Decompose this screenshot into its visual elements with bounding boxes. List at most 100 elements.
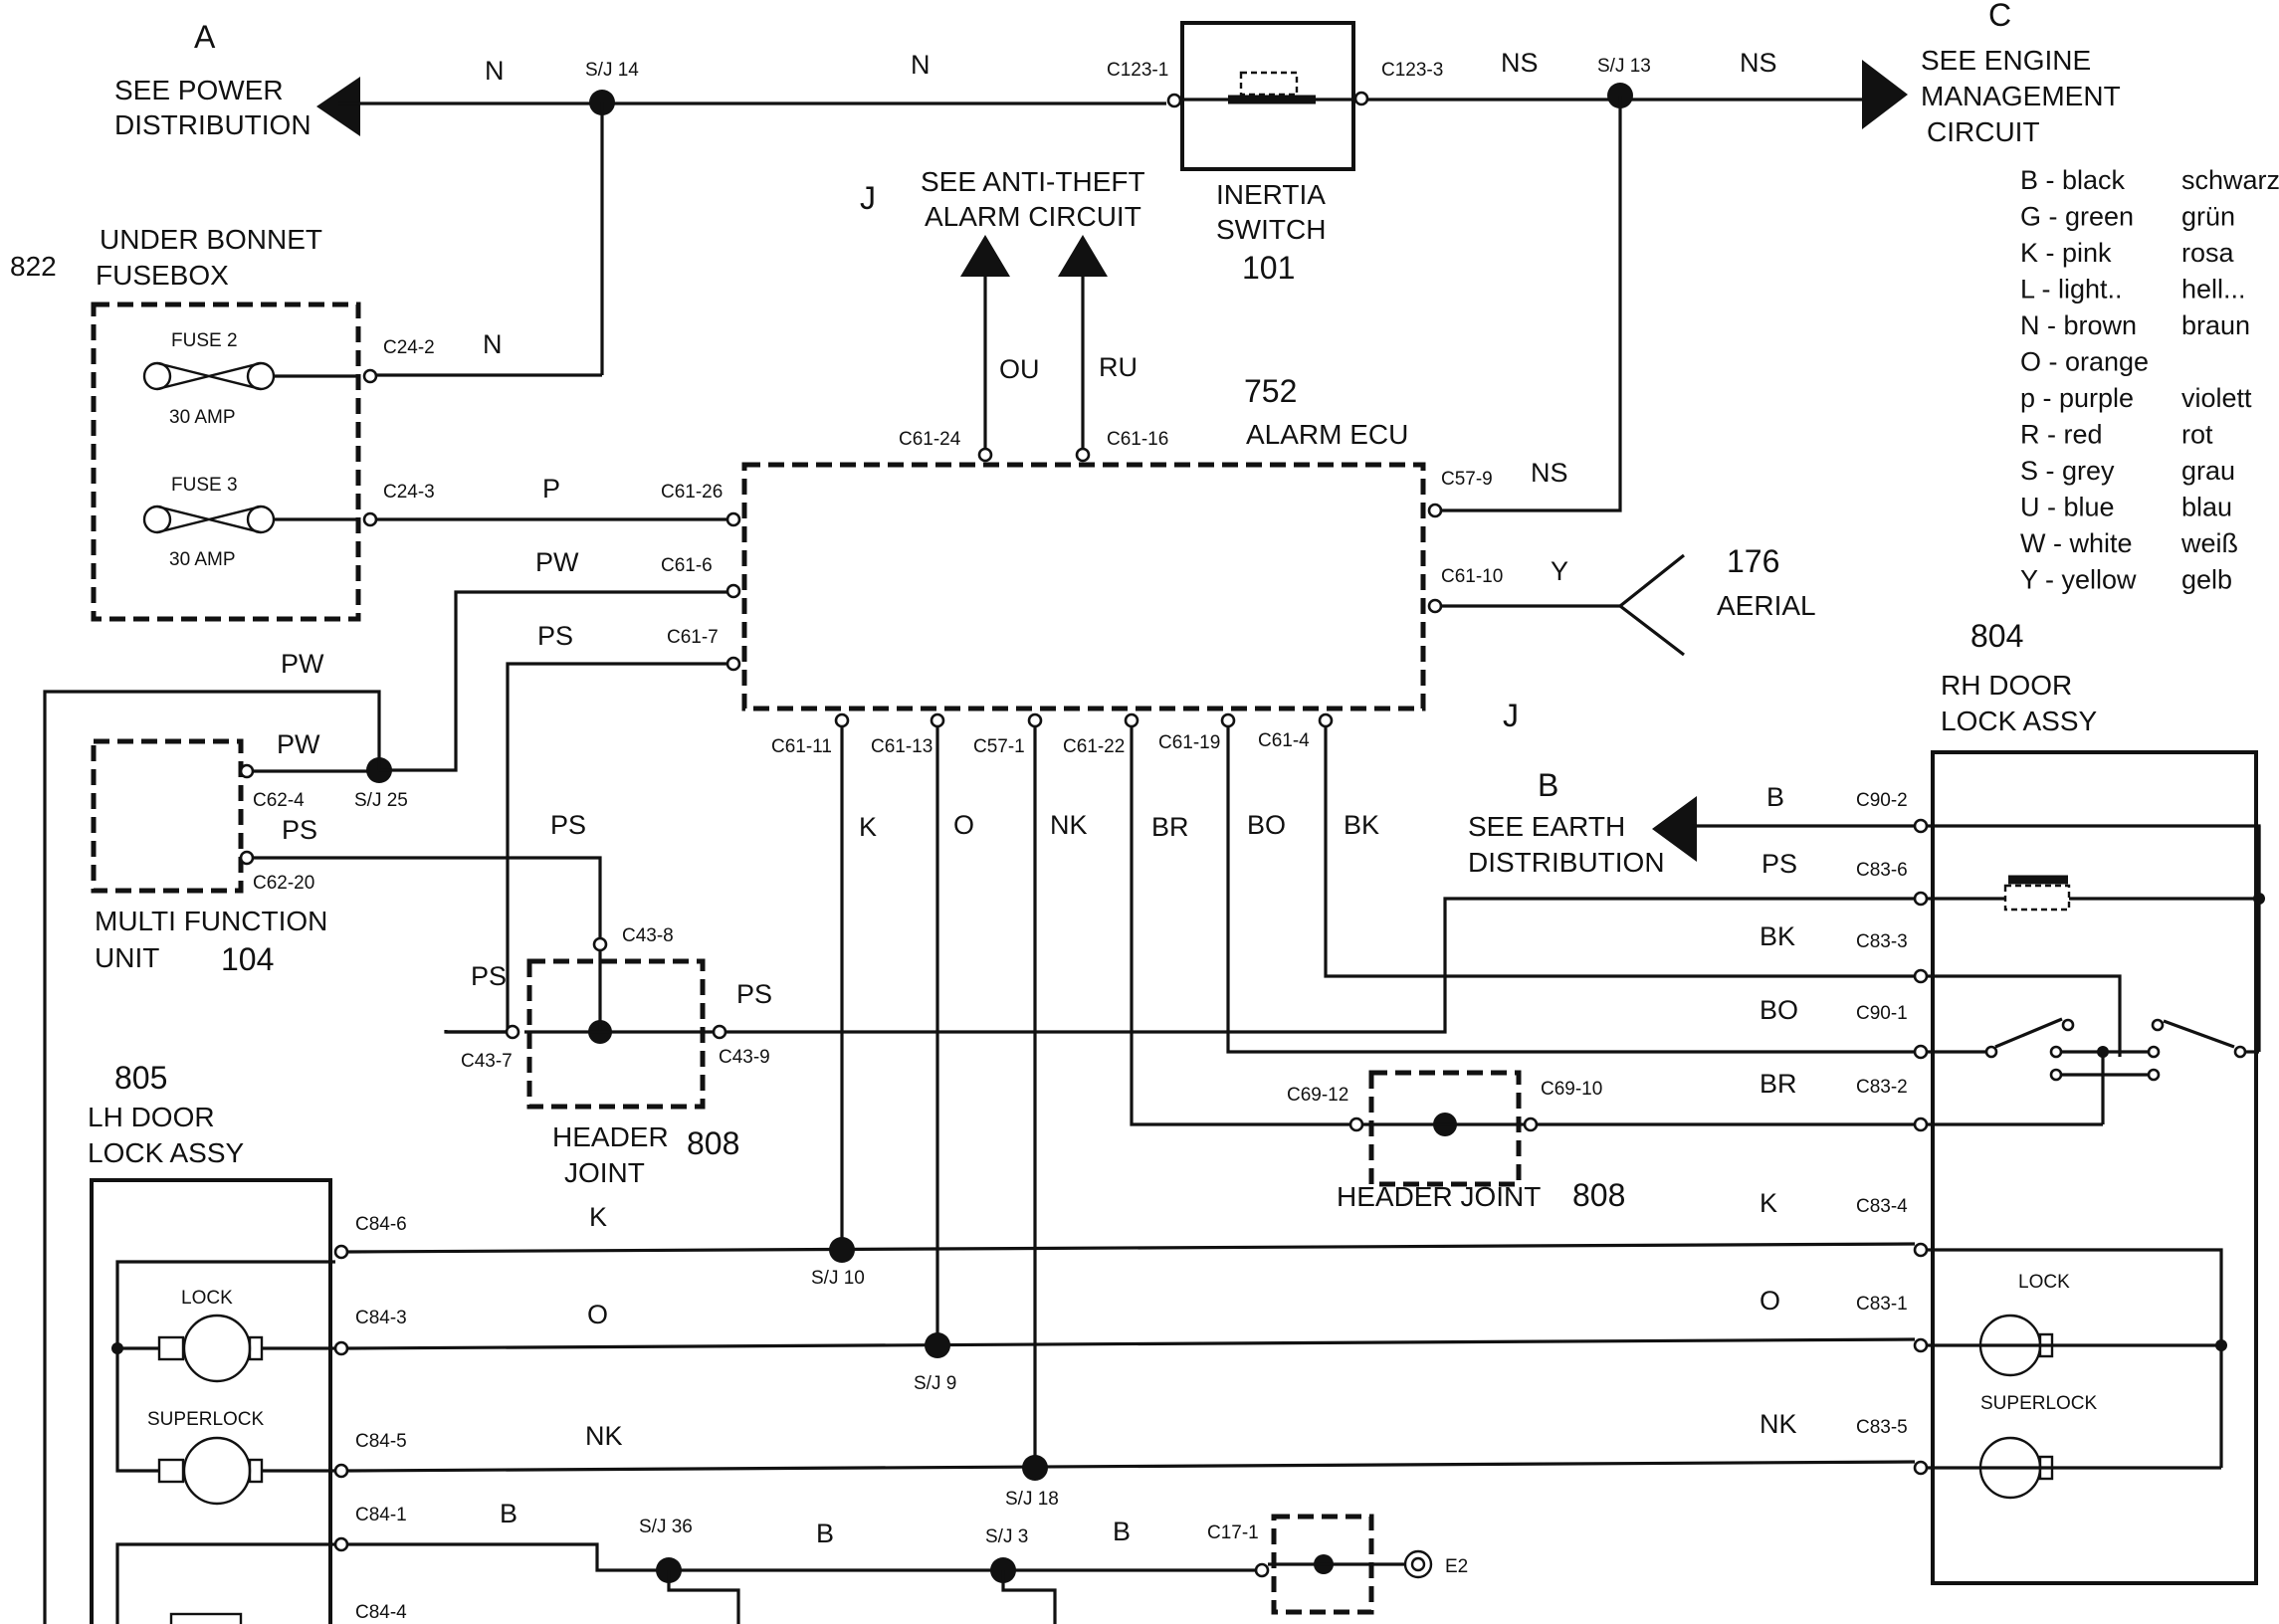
earth-label-e2: E2	[1445, 1556, 1468, 1577]
pin-label-c62-20: C62-20	[253, 873, 314, 894]
legend-code: W - white	[2020, 528, 2133, 558]
header2-name: HEADER JOINT	[1337, 1181, 1541, 1212]
wire-label-br: BR	[1760, 1069, 1797, 1099]
wire-label-k: K	[1760, 1188, 1777, 1218]
fusebox-line1: UNDER BONNET	[100, 224, 322, 255]
wire-label-bo: BO	[1247, 810, 1286, 840]
pin-label-c90-1: C90-1	[1856, 1003, 1908, 1024]
earth-point-e2	[1254, 1514, 1433, 1615]
multi-function-unit	[91, 738, 244, 894]
lhdoor-line1: LH DOOR	[88, 1102, 215, 1132]
legend-code: S - grey	[2020, 456, 2115, 486]
lhdoor-number: 805	[114, 1060, 167, 1096]
wire-label-n: N	[483, 329, 503, 359]
inertia-switch	[1166, 21, 1369, 171]
pin-label-sj14: S/J 14	[585, 60, 639, 81]
pin-label-c61-24: C61-24	[899, 429, 961, 450]
lh-door-lock-assy	[90, 1178, 349, 1624]
pin-label-c84-1: C84-1	[355, 1505, 407, 1525]
ref-j-line1: SEE ANTI-THEFT	[921, 166, 1145, 197]
rh-superlock-label: SUPERLOCK	[1980, 1393, 2098, 1414]
legend-code: K - pink	[2020, 238, 2112, 268]
pin-label-c43-7: C43-7	[461, 1051, 513, 1072]
wire-label-b: B	[816, 1519, 834, 1548]
ref-a-line2: DISTRIBUTION	[114, 109, 311, 140]
wire-label-ns: NS	[1740, 48, 1777, 78]
legend-code: R - red	[2020, 420, 2103, 450]
wire-label-ps: PS	[537, 621, 573, 651]
fuse3-label: FUSE 3	[171, 475, 238, 496]
inertia-line2: SWITCH	[1216, 214, 1326, 245]
ref-j-line2: ALARM CIRCUIT	[925, 201, 1141, 232]
ref-c-line3: CIRCUIT	[1927, 116, 2040, 147]
ecu-number: 752	[1244, 373, 1297, 409]
header1-line1: HEADER	[552, 1121, 669, 1152]
wire-label-k: K	[859, 812, 877, 842]
ref-j-arrow	[960, 235, 1010, 277]
pin-label-c61-10: C61-10	[1441, 566, 1503, 587]
pin-label-c62-4: C62-4	[253, 790, 305, 811]
pin-label-c57-1: C57-1	[973, 736, 1025, 757]
legend-german: gelb	[2181, 565, 2232, 595]
lh-lock-label: LOCK	[181, 1288, 233, 1309]
wire-label-bk: BK	[1760, 921, 1795, 951]
pin-label-sj18: S/J 18	[1005, 1489, 1059, 1510]
legend-code: U - blue	[2020, 493, 2115, 522]
wire-label-nk: NK	[1050, 810, 1088, 840]
pin-label-c17-1: C17-1	[1207, 1522, 1259, 1543]
ref-a-line1: SEE POWER	[114, 75, 284, 105]
wire-label-k: K	[589, 1202, 607, 1232]
pin-label-c61-7: C61-7	[667, 627, 719, 648]
wire-label-b: B	[1113, 1517, 1131, 1546]
wire-label-ps: PS	[1761, 849, 1797, 879]
fuse2-rating: 30 AMP	[169, 407, 236, 428]
ref-j-letter: J	[860, 180, 876, 216]
pin-label-c83-3: C83-3	[1856, 931, 1908, 952]
wire-label-pw: PW	[277, 729, 320, 759]
pin-label-c24-2: C24-2	[383, 337, 435, 358]
aerial-name: AERIAL	[1717, 590, 1816, 621]
fusebox-number: 822	[10, 251, 57, 282]
inertia-line1: INERTIA	[1216, 179, 1326, 210]
pin-label-c61-22: C61-22	[1063, 736, 1125, 757]
pin-label-c84-5: C84-5	[355, 1431, 407, 1452]
legend-german: weiß	[2180, 528, 2238, 558]
legend-german: violett	[2181, 383, 2252, 413]
pin-label-c57-9: C57-9	[1441, 469, 1493, 490]
legend-code: N - brown	[2020, 310, 2137, 340]
top-power-line	[316, 60, 1908, 508]
wire-label-ps: PS	[282, 815, 317, 845]
legend-code: G - green	[2020, 202, 2134, 232]
ref-j-arrow	[1058, 235, 1108, 277]
rhdoor-line1: RH DOOR	[1941, 670, 2072, 701]
rh-lock-label: LOCK	[2018, 1272, 2070, 1293]
legend-code: p - purple	[2020, 383, 2134, 413]
wire-label-bo: BO	[1760, 995, 1798, 1025]
wire-label-nk: NK	[1760, 1409, 1797, 1439]
pin-label-c83-1: C83-1	[1856, 1294, 1908, 1315]
wire-label-o: O	[587, 1300, 608, 1329]
pin-label-c69-12: C69-12	[1287, 1085, 1348, 1106]
legend-code: O - orange	[2020, 347, 2149, 377]
splice-sj18	[1022, 1455, 1048, 1481]
legend-german: rot	[2181, 420, 2213, 450]
pin-label-c61-19: C61-19	[1158, 732, 1220, 753]
legend-code: B - black	[2020, 165, 2126, 195]
pin-label-c69-10: C69-10	[1541, 1079, 1602, 1100]
pin-label-sj9: S/J 9	[914, 1373, 956, 1394]
legend-german: blau	[2181, 493, 2232, 522]
legend-german: hell...	[2181, 275, 2246, 304]
rhdoor-line2: LOCK ASSY	[1941, 706, 2098, 736]
lh-superlock-label: SUPERLOCK	[147, 1409, 265, 1430]
pin-label-c83-6: C83-6	[1856, 860, 1908, 881]
inertia-number: 101	[1242, 250, 1295, 286]
wire-label-n: N	[911, 50, 931, 80]
pin-label-c84-3: C84-3	[355, 1308, 407, 1328]
pin-label-c61-26: C61-26	[661, 482, 723, 503]
ecu-name: ALARM ECU	[1246, 419, 1408, 450]
wire-label-nk: NK	[585, 1421, 623, 1451]
rh-door-lock-assy	[1913, 750, 2265, 1585]
legend-german: braun	[2181, 310, 2250, 340]
pin-label-c84-6: C84-6	[355, 1214, 407, 1235]
